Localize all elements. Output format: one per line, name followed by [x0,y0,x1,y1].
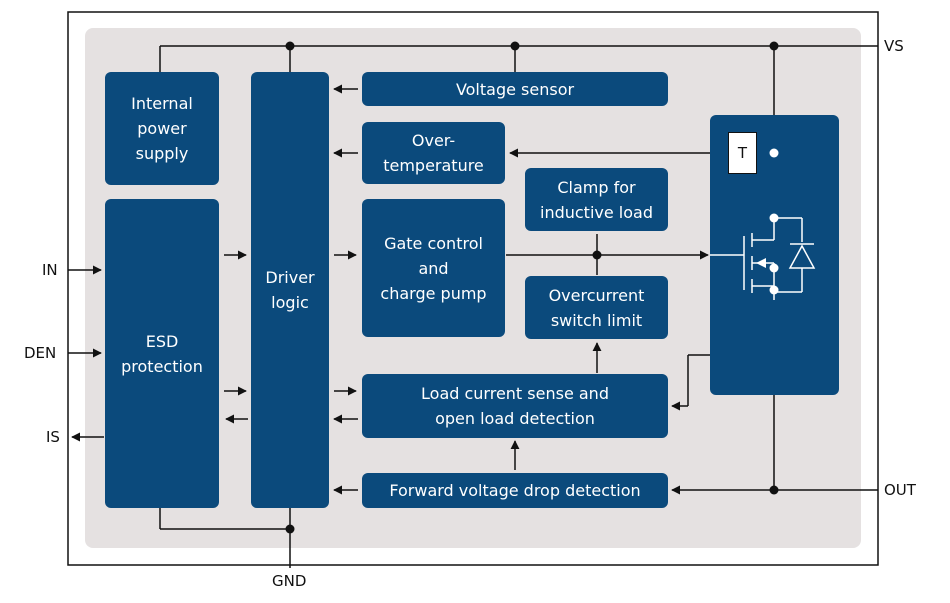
esd-protection-line-1: ESD [145,331,179,351]
junction-dot [769,148,779,158]
junction-dot [769,41,779,51]
junction-dot [285,41,295,51]
over-temperature-block: Over- temperature [362,122,505,184]
driver-logic-line-1: Driver [265,268,315,287]
mosfet-arrow-icon [756,258,766,268]
load-current-sense-line-1: Load current sense and [421,384,609,403]
load-current-sense-block: Load current sense and open load detecti… [362,374,668,438]
over-temperature-line-1: Over- [411,131,456,150]
internal-power-supply-line-1: Internal [131,94,193,113]
internal-power-supply-line-2: power [137,119,187,138]
junction-dot [769,263,779,273]
esd-protection-line-2: protection [121,356,203,376]
pin-gnd-label: GND [272,572,307,590]
pin-is-label: IS [46,428,60,446]
pin-out-label: OUT [884,481,916,499]
internal-power-supply-line-3: supply [135,144,189,163]
junction-dot [769,213,779,223]
pin-vs-label: VS [884,37,904,55]
clamp-line-2: inductive load [540,202,653,222]
load-current-sense-line-2: open load detection [435,409,595,428]
overcurrent-line-1: Overcurrent [548,285,645,305]
voltage-sensor-label: Voltage sensor [455,79,575,99]
temperature-sensor: T [728,132,757,174]
gate-control-block: Gate control and charge pump [362,199,505,337]
junction-dot [592,250,602,260]
over-temperature-line-2: temperature [383,156,484,175]
forward-voltage-label: Forward voltage drop detection [389,481,641,500]
pin-den-label: DEN [24,344,57,362]
gate-control-line-3: charge pump [380,283,487,303]
junction-dot [769,285,779,295]
clamp-block: Clamp for inductive load [525,168,668,231]
gate-control-line-1: Gate control [384,233,483,253]
temperature-sensor-label: T [737,144,748,162]
overcurrent-line-2: switch limit [550,310,643,330]
internal-power-supply-block: Internal power supply [105,72,219,185]
junction-dot [510,41,520,51]
gate-control-line-2: and [418,258,449,278]
junction-dots [285,41,779,534]
junction-dot [285,524,295,534]
pin-in-label: IN [42,261,58,279]
clamp-line-1: Clamp for [557,177,636,197]
voltage-sensor-block: Voltage sensor [362,72,668,106]
esd-protection-block: ESD protection [105,199,219,508]
driver-logic-block: Driver logic [251,72,329,508]
power-switch-block [710,115,839,395]
driver-logic-line-2: logic [271,293,309,312]
junction-dot [769,485,779,495]
overcurrent-block: Overcurrent switch limit [525,276,668,339]
forward-voltage-block: Forward voltage drop detection [362,473,668,508]
